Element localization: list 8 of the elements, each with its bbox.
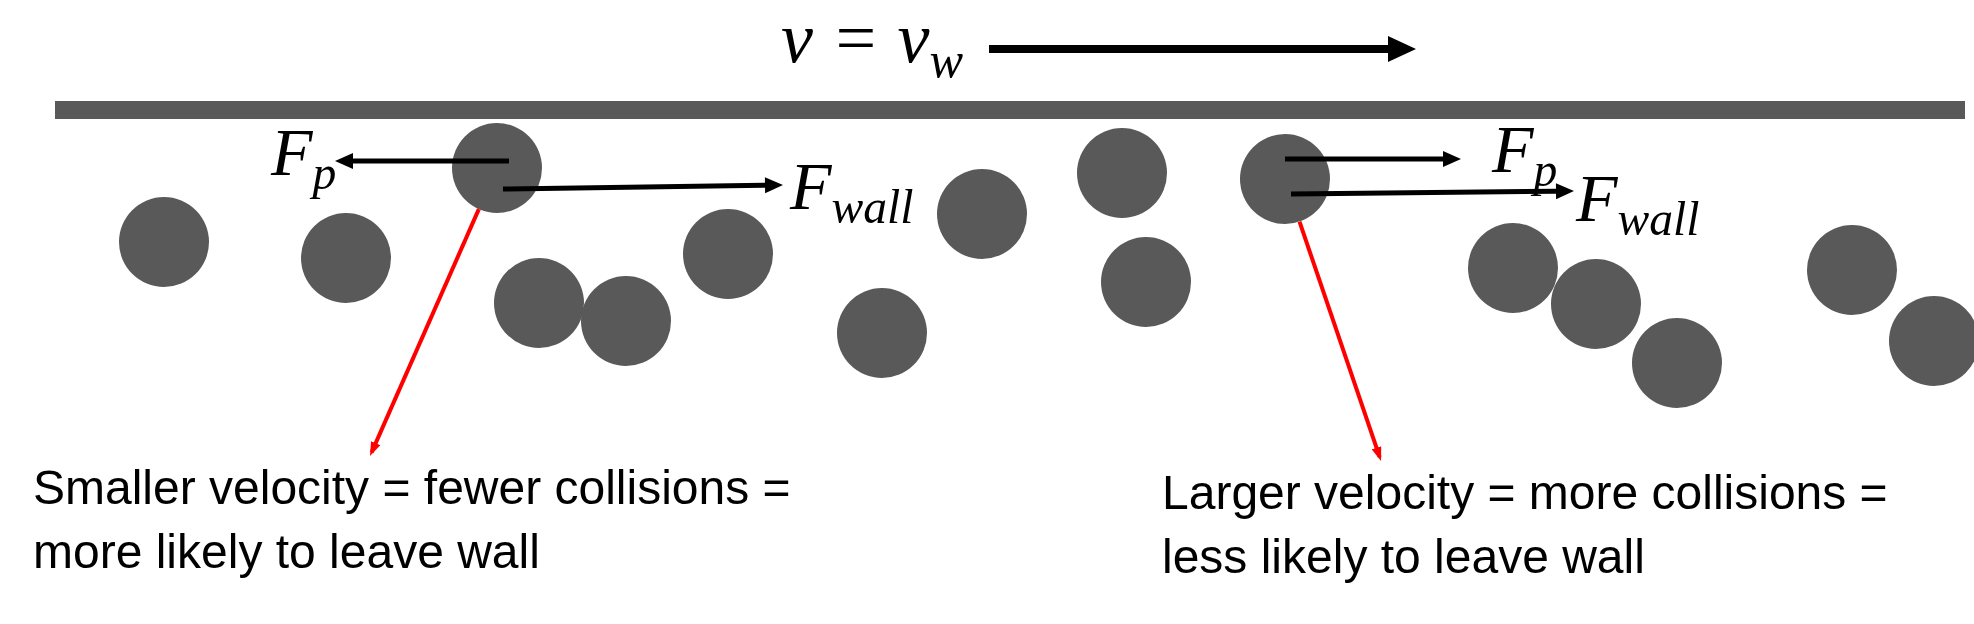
force-label: F$_{p}$	[271, 113, 337, 202]
annotation-text: Smaller velocity = fewer collisions = more likely to leave wall	[33, 456, 843, 584]
arrow	[369, 208, 481, 456]
arrow	[1297, 220, 1382, 461]
wall	[55, 101, 1965, 119]
annotation-text: Larger velocity = more collisions = less likely to leave wall	[1162, 461, 1932, 589]
force-label: F$_{wall}$	[790, 147, 914, 236]
force-label: F$_{wall}$	[1576, 159, 1700, 248]
